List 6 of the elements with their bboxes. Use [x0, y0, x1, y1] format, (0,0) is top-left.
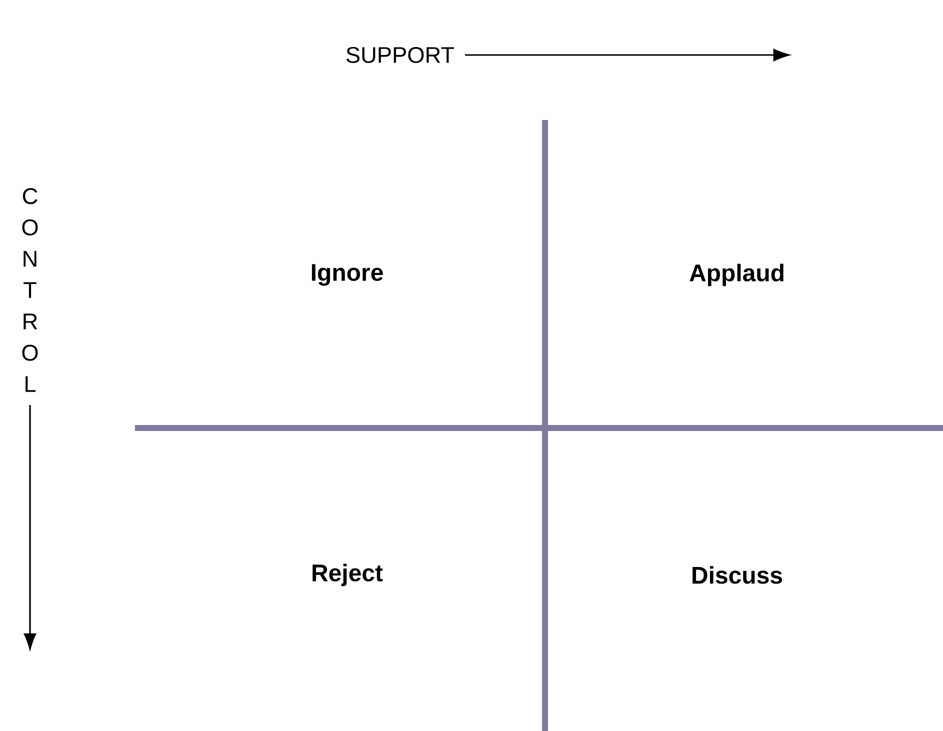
quadrant-label: Applaud — [690, 264, 784, 286]
axis-label: SUPPORT — [346, 46, 454, 64]
axis-label: CONTROL — [22, 188, 38, 392]
quadrant-label: Discuss — [692, 566, 782, 584]
quadrant-label: Reject — [312, 564, 383, 586]
quadrant-label: Ignore — [312, 264, 383, 286]
